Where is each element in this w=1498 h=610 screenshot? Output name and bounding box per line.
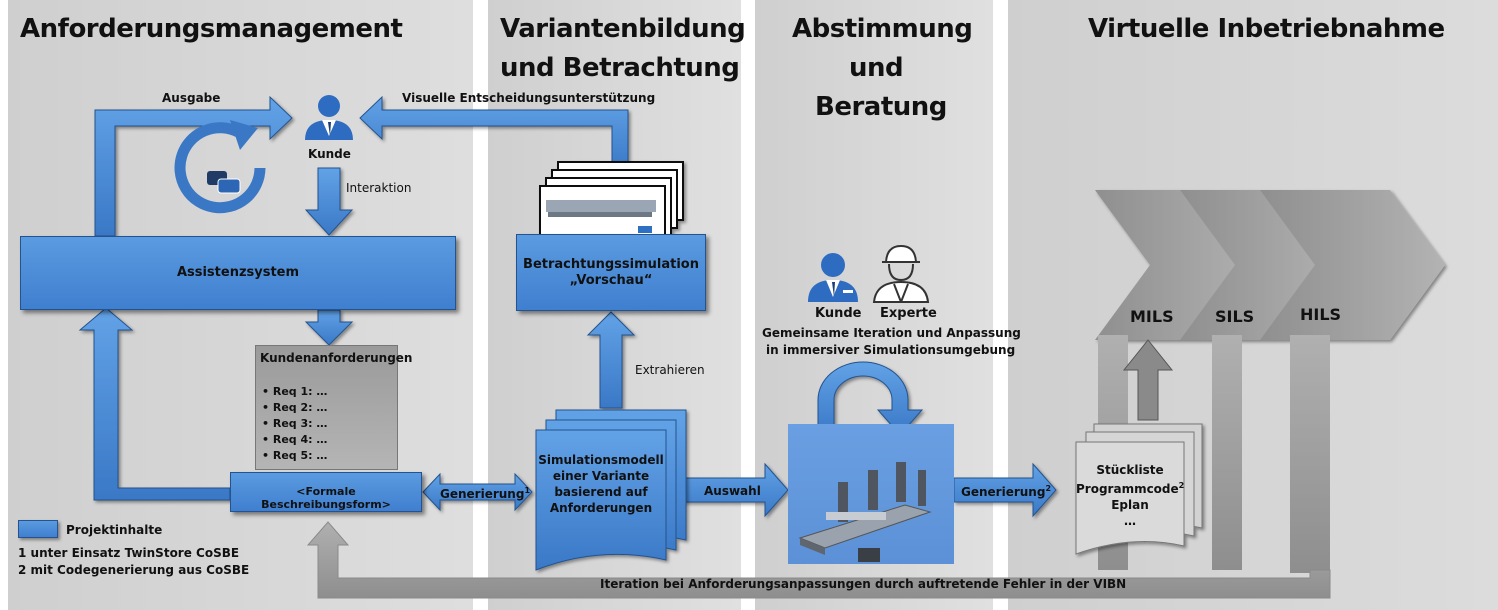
betrachtung-line1: Betrachtungssimulation [523, 257, 699, 272]
chat-bubble-2 [217, 178, 241, 194]
betrachtungssimulation-box[interactable]: Betrachtungssimulation „Vorschau“ [516, 234, 706, 311]
title-variantenbildung-line2: und Betrachtung [500, 53, 740, 83]
assistenzsystem-box[interactable]: Assistenzsystem [20, 236, 456, 310]
chevron-mils-label: MILS [1130, 307, 1174, 326]
auswahl-arrow [683, 462, 789, 518]
stueckliste-line: … [1124, 514, 1136, 528]
stueckliste-line: Stückliste [1096, 463, 1164, 477]
interaktion-arrow [304, 167, 354, 236]
title-abstimmung-line3: Beratung [815, 92, 947, 122]
cycle-arrowhead [230, 120, 258, 150]
preview-cards [539, 161, 684, 245]
sim-line: Anforderungen [549, 501, 653, 515]
kundenanforderungen-title: Kundenanforderungen [260, 351, 413, 365]
stueckliste-stack [1075, 423, 1203, 555]
ausgabe-arrow [94, 95, 293, 237]
formale-beschreibungsform-box[interactable]: <Formale Beschreibungsform> [230, 472, 422, 512]
kundenanforderungen-arrow [304, 309, 354, 346]
mils-up-arrow [1122, 339, 1174, 421]
legend-projektinhalte: Projektinhalte [66, 523, 163, 537]
title-vibn: Virtuelle Inbetriebnahme [1088, 14, 1445, 44]
stueckliste-line: Programmcode2 [1076, 481, 1185, 496]
title-anforderungsmanagement: Anforderungsmanagement [20, 14, 403, 44]
label-auswahl: Auswahl [704, 484, 761, 498]
betrachtung-line2: „Vorschau“ [569, 273, 653, 288]
legend-swatch [18, 520, 58, 538]
chevron-hils-label: HILS [1300, 305, 1342, 324]
title-abstimmung-line2: und [849, 53, 904, 83]
chevron-hils-shape [1260, 190, 1445, 340]
sim-line: einer Variante [552, 469, 650, 483]
label-experte: Experte [880, 306, 937, 321]
label-gemeinsam-line1: Gemeinsame Iteration und Anpassung [762, 326, 1021, 340]
label-kunde: Kunde [308, 147, 351, 161]
req-item: • Req 4: … [262, 433, 328, 446]
generierung2-arrow [953, 462, 1057, 518]
req-item: • Req 2: … [262, 401, 328, 414]
title-variantenbildung-line1: Variantenbildung [500, 14, 746, 44]
simulationsmodell-text: Simulationsmodell einer Variante basiere… [536, 452, 666, 516]
req-item: • Req 5: … [262, 449, 328, 462]
legend-note2: 2 mit Codegenerierung aus CoSBE [18, 563, 250, 577]
generierung1-arrow [422, 472, 533, 512]
label-kunde2: Kunde [815, 306, 862, 321]
label-iteration: Iteration bei Anforderungsanpassungen du… [600, 577, 1127, 591]
kunde-avatar-icon [305, 95, 353, 140]
extrahieren-arrow [586, 311, 636, 409]
label-visuelle: Visuelle Entscheidungsunterstützung [402, 91, 656, 105]
generierung1-sup: 1 [524, 486, 531, 495]
req-list: • Req 1: … • Req 2: … • Req 3: … • Req 4… [262, 384, 327, 464]
visuelle-arrow [359, 95, 629, 171]
stueckliste-line: Eplan [1111, 498, 1149, 512]
req-item: • Req 1: … [262, 385, 328, 398]
stueckliste-text: Stückliste Programmcode2 Eplan … [1076, 462, 1184, 529]
sim-line: basierend auf [554, 485, 648, 499]
kundenanforderungen-panel[interactable]: Kundenanforderungen • Req 1: … • Req 2: … [255, 345, 412, 470]
generierung2-text: Generierung [961, 485, 1046, 499]
label-generierung2: Generierung2 [961, 484, 1051, 499]
preview-machine [546, 200, 656, 212]
sils-bar [1212, 335, 1242, 570]
formal-to-assistenz-arrow [78, 307, 231, 501]
cycle-icon [174, 122, 266, 214]
generierung2-sup: 2 [1045, 484, 1052, 493]
label-extrahieren: Extrahieren [635, 363, 705, 377]
label-interaktion: Interaktion [346, 181, 412, 195]
experte-avatar-icon [872, 244, 930, 303]
iteration-loop-arrow [306, 521, 1331, 599]
hils-bar [1290, 335, 1330, 573]
chevron-shapes [1095, 190, 1445, 340]
kunde2-avatar-icon [808, 253, 858, 302]
req-item: • Req 3: … [262, 417, 328, 430]
sim-line: Simulationsmodell [538, 453, 664, 467]
generierung1-text: Generierung [440, 487, 525, 501]
immersive-simulation-image [788, 424, 954, 564]
label-generierung1: Generierung1 [440, 486, 530, 501]
abstimmung-loop-arrow [817, 361, 924, 436]
label-ausgabe: Ausgabe [162, 91, 221, 105]
assistenzsystem-label: Assistenzsystem [176, 265, 300, 280]
formale-label: <Formale Beschreibungsform> [261, 485, 391, 511]
legend-note1: 1 unter Einsatz TwinStore CoSBE [18, 546, 240, 560]
label-gemeinsam-line2: in immersiver Simulationsumgebung [766, 343, 1016, 357]
simmodell-stack [535, 409, 687, 571]
chevron-sils-label: SILS [1215, 307, 1255, 326]
preview-logo [638, 226, 652, 233]
title-abstimmung-line1: Abstimmung [792, 14, 973, 44]
